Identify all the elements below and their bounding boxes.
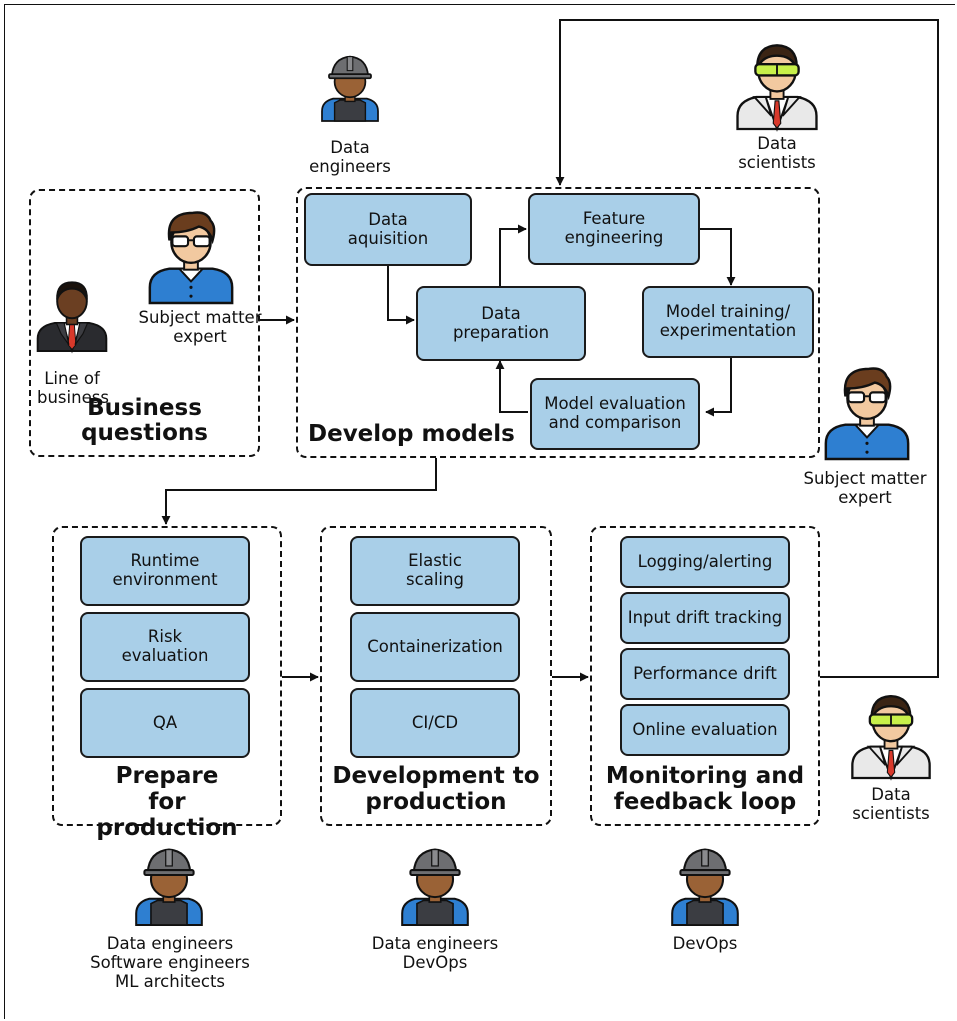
role-data-scientists-top: Data scientists: [738, 134, 816, 172]
group-develop-models-title: Develop models: [308, 421, 515, 448]
step-logging-alerting: Logging/alerting: [620, 536, 790, 588]
arrow-develop-to-prepare: [161, 458, 437, 525]
expert-with-glasses-icon: [818, 354, 916, 466]
step-runtime-environment: Runtime environment: [80, 536, 250, 606]
role-monitoring-team: DevOps: [672, 934, 738, 953]
role-subject-matter-expert-right: Subject matter expert: [803, 469, 927, 507]
group-develop-models: Develop models: [296, 187, 820, 458]
step-data-preparation: Data preparation: [416, 286, 586, 361]
group-monitoring-title: Monitoring and feedback loop: [605, 763, 805, 815]
role-data-scientists-right: Data scientists: [852, 785, 930, 823]
expert-with-glasses-icon: [142, 202, 240, 306]
group-prepare-title: Prepare for production: [96, 763, 238, 841]
role-data-engineers-top: Data engineers: [309, 138, 391, 176]
hard-hat-worker-icon: [315, 36, 385, 136]
scientist-with-goggles-icon: [845, 680, 937, 784]
scientist-with-goggles-icon: [730, 30, 824, 134]
hard-hat-worker-icon: [664, 832, 746, 936]
step-model-training: Model training/ experimentation: [642, 286, 814, 358]
group-business-questions-title: Business questions: [81, 394, 208, 447]
role-subject-matter-expert-left: Subject matter expert: [138, 308, 262, 346]
step-data-acquisition: Data aquisition: [304, 193, 472, 266]
step-performance-drift: Performance drift: [620, 648, 790, 700]
group-business-questions: Business questions: [29, 189, 260, 457]
step-containerization: Containerization: [350, 612, 520, 682]
group-development-to-production: Development to production: [320, 526, 552, 826]
role-line-of-business: Line of business: [37, 369, 109, 407]
step-model-evaluation: Model evaluation and comparison: [530, 378, 700, 450]
hard-hat-worker-icon: [128, 832, 210, 936]
step-input-drift-tracking: Input drift tracking: [620, 592, 790, 644]
group-monitoring-feedback: Monitoring and feedback loop: [590, 526, 820, 826]
role-prepare-team: Data engineers Software engineers ML arc…: [90, 934, 250, 991]
role-development-team: Data engineers DevOps: [371, 934, 499, 972]
step-elastic-scaling: Elastic scaling: [350, 536, 520, 606]
step-ci-cd: CI/CD: [350, 688, 520, 758]
step-qa: QA: [80, 688, 250, 758]
step-feature-engineering: Feature engineering: [528, 193, 700, 265]
group-development-title: Development to production: [332, 763, 540, 815]
businessman-icon: [33, 256, 111, 368]
step-online-evaluation: Online evaluation: [620, 704, 790, 756]
hard-hat-worker-icon: [394, 832, 476, 936]
group-prepare-for-production: Prepare for production: [52, 526, 282, 840]
step-risk-evaluation: Risk evaluation: [80, 612, 250, 682]
